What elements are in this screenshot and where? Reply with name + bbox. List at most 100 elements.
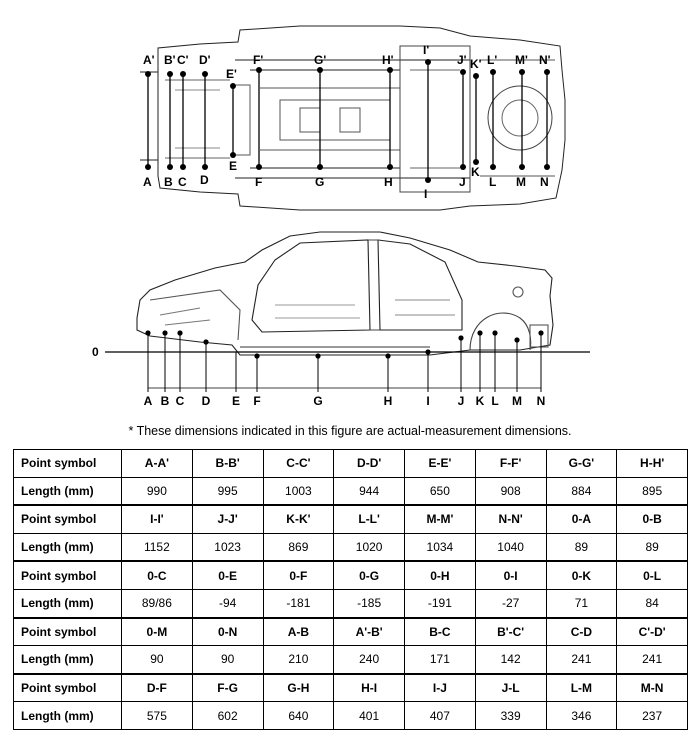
point-label: J	[458, 394, 465, 408]
point-label: L	[491, 394, 498, 408]
point-symbol-cell: 0-A	[545, 504, 618, 534]
point-label: E'	[226, 67, 237, 81]
point-symbol-cell: 0-N	[191, 616, 264, 647]
length-value-cell: 1152	[121, 532, 193, 562]
length-value-cell: 650	[404, 476, 476, 506]
length-value-cell: 995	[191, 476, 264, 506]
point-label: E	[229, 159, 237, 173]
row-label-point-symbol: Point symbol	[13, 504, 122, 534]
underbody-top-view	[140, 25, 566, 211]
top-view-measure-lines	[147, 62, 548, 180]
point-symbol-cell: I-I'	[121, 504, 193, 534]
point-label: L	[489, 175, 496, 189]
length-value-cell: 884	[545, 476, 618, 506]
point-label: K	[476, 394, 485, 408]
length-value-cell: 990	[121, 476, 193, 506]
length-value-cell: 908	[474, 476, 547, 506]
point-symbol-cell: N-N'	[474, 504, 547, 534]
point-label: F'	[253, 53, 263, 67]
point-symbol-cell: F-G	[191, 672, 264, 703]
point-label: D'	[199, 53, 211, 67]
body-side-view	[136, 231, 554, 356]
side-view-points	[145, 330, 544, 359]
length-value-cell: 171	[404, 645, 476, 675]
length-value-cell: -181	[262, 588, 335, 619]
point-symbol-cell: L-L'	[333, 504, 405, 534]
length-value-cell: 407	[404, 701, 476, 730]
point-label: I	[424, 187, 427, 201]
length-value-cell: 90	[121, 645, 193, 675]
length-value-cell: 1003	[262, 476, 335, 506]
length-value-cell: 640	[262, 701, 335, 730]
point-label: C	[178, 175, 187, 189]
length-value-cell: 241	[545, 645, 618, 675]
point-label: D	[202, 394, 211, 408]
point-symbol-cell: I-J	[404, 672, 476, 703]
point-symbol-cell: 0-G	[333, 560, 405, 590]
length-value-cell: -94	[191, 588, 264, 619]
length-value-cell: 90	[191, 645, 264, 675]
point-symbol-cell: M-M'	[404, 504, 476, 534]
row-label-point-symbol: Point symbol	[13, 616, 122, 647]
length-value-cell: 84	[616, 588, 688, 619]
point-symbol-cell: B-C	[404, 616, 476, 647]
point-label: F	[253, 394, 260, 408]
point-label: C	[176, 394, 185, 408]
length-value-cell: 1040	[474, 532, 547, 562]
point-symbol-cell: G-H	[262, 672, 335, 703]
point-symbol-cell: G-G'	[545, 449, 618, 478]
point-label: C'	[177, 53, 189, 67]
point-symbol-cell: A-B	[262, 616, 335, 647]
length-value-cell: 339	[474, 701, 547, 730]
point-label: I'	[423, 43, 429, 57]
length-value-cell: 602	[191, 701, 264, 730]
point-label: H	[384, 394, 393, 408]
row-label-length: Length (mm)	[13, 532, 122, 562]
point-symbol-cell: 0-C	[121, 560, 193, 590]
point-symbol-cell: F-F'	[474, 449, 547, 478]
row-label-point-symbol: Point symbol	[13, 672, 122, 703]
row-label-length: Length (mm)	[13, 476, 122, 506]
point-label: A	[143, 175, 152, 189]
length-value-cell: 210	[262, 645, 335, 675]
length-value-cell: 1023	[191, 532, 264, 562]
point-symbol-cell: H-H'	[616, 449, 688, 478]
point-symbol-cell: A'-B'	[333, 616, 405, 647]
point-label: K'	[470, 57, 482, 71]
point-symbol-cell: C-D	[545, 616, 618, 647]
row-label-point-symbol: Point symbol	[13, 449, 122, 478]
point-symbol-cell: J-L	[474, 672, 547, 703]
length-value-cell: -27	[474, 588, 547, 619]
row-label-length: Length (mm)	[13, 701, 122, 730]
length-value-cell: -185	[333, 588, 405, 619]
length-value-cell: 346	[545, 701, 618, 730]
length-value-cell: 401	[333, 701, 405, 730]
point-label: L'	[487, 53, 497, 67]
length-value-cell: 240	[333, 645, 405, 675]
point-symbol-cell: B-B'	[191, 449, 264, 478]
side-view-measure-lines	[147, 333, 542, 392]
point-symbol-cell: 0-F	[262, 560, 335, 590]
length-value-cell: -191	[404, 588, 476, 619]
point-label: A	[144, 394, 153, 408]
point-label: F	[255, 175, 262, 189]
length-value-cell: 1020	[333, 532, 405, 562]
point-label: N	[540, 175, 549, 189]
point-symbol-cell: 0-H	[404, 560, 476, 590]
point-symbol-cell: M-N	[616, 672, 688, 703]
point-symbol-cell: C-C'	[262, 449, 335, 478]
point-label: D	[200, 173, 209, 187]
row-label-length: Length (mm)	[13, 645, 122, 675]
point-symbol-cell: J-J'	[191, 504, 264, 534]
length-value-cell: 1034	[404, 532, 476, 562]
point-symbol-cell: 0-K	[545, 560, 618, 590]
point-symbol-cell: B'-C'	[474, 616, 547, 647]
